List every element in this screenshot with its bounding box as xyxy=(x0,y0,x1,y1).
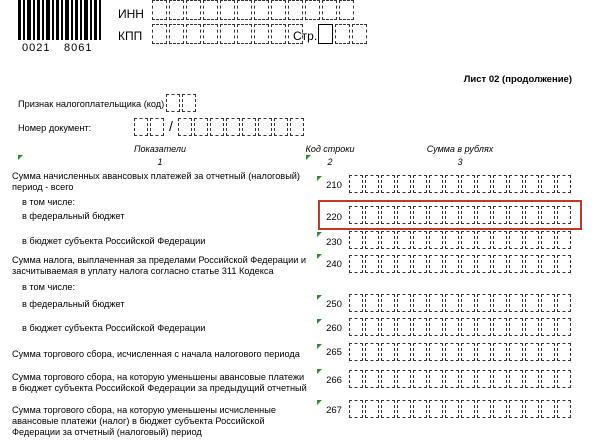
row-220-code: 220 xyxy=(326,212,342,223)
barcode-number-right: 8061 xyxy=(64,42,93,54)
row-240-text-2: засчитываемая в уплату налога согласно с… xyxy=(12,266,274,276)
row-260-cells[interactable] xyxy=(349,318,573,336)
row-265-code: 265 xyxy=(326,347,342,358)
row-266-cells[interactable] xyxy=(349,370,573,388)
row-260-text: в бюджет субъекта Российской Федерации xyxy=(22,323,206,333)
page-cells[interactable] xyxy=(318,24,369,44)
row-210-text-1: Сумма начисленных авансовых платежей за … xyxy=(12,171,300,181)
row-260-code: 260 xyxy=(326,323,342,334)
doc-separator: / xyxy=(169,118,173,134)
doc-number-label: Номер документ: xyxy=(18,123,92,133)
sheet-title: Лист 02 (продолжение) xyxy=(463,74,572,85)
col-indicators: Показатели xyxy=(134,144,186,154)
flag-267 xyxy=(317,400,322,405)
doc-number-cells[interactable]: / xyxy=(134,118,306,136)
row-incl-2: в том числе: xyxy=(22,282,76,292)
col-num1: 1 xyxy=(157,157,163,167)
col-num3: 3 xyxy=(457,157,463,167)
flag-210 xyxy=(317,176,322,181)
flag-header-1 xyxy=(18,155,23,160)
row-266-text-2: в бюджет субъекта Российской Федерации з… xyxy=(12,383,307,393)
kpp-cells[interactable] xyxy=(152,24,305,44)
taxpayer-sign-label: Признак налогоплательщика (код) xyxy=(18,99,165,109)
col-amount: Сумма в рублях xyxy=(426,144,494,154)
row-267-text-1: Сумма торгового сбора, на которую уменьш… xyxy=(12,405,276,415)
row-267-text-2: авансовые платежи (налог) в бюджет субъе… xyxy=(12,416,265,426)
col-num2: 2 xyxy=(327,157,333,167)
taxpayer-sign-cells[interactable] xyxy=(166,94,198,112)
row-240-code: 240 xyxy=(326,259,342,270)
page-label: Стр. xyxy=(293,29,318,43)
row-250-cells[interactable] xyxy=(349,294,573,312)
row-210-code: 210 xyxy=(326,180,342,191)
flag-260 xyxy=(317,319,322,324)
col-line-code: Код строки xyxy=(305,144,355,154)
barcode-number-left: 0021 xyxy=(22,42,51,54)
row-210-text-2: период - всего xyxy=(12,182,74,192)
row-incl-1: в том числе: xyxy=(22,197,76,207)
row-250-code: 250 xyxy=(326,299,342,310)
row-230-cells[interactable] xyxy=(349,231,573,249)
inn-cells[interactable] xyxy=(152,0,356,20)
barcode: 0021 8061 xyxy=(18,0,104,56)
flag-265 xyxy=(317,344,322,349)
row-265-text: Сумма торгового сбора, исчисленная с нач… xyxy=(12,349,300,359)
flag-240 xyxy=(317,254,322,259)
row-250-text: в федеральный бюджет xyxy=(22,299,125,309)
row-266-text-1: Сумма торгового сбора, на которую уменьш… xyxy=(12,372,305,382)
row-266-code: 266 xyxy=(326,375,342,386)
flag-230 xyxy=(317,232,322,237)
row-267-code: 267 xyxy=(326,405,342,416)
row-230-code: 230 xyxy=(326,237,342,248)
row-267-cells[interactable] xyxy=(349,400,573,418)
row-230-text: в бюджет субъекта Российской Федерации xyxy=(22,236,206,246)
row-220-text: в федеральный бюджет xyxy=(22,211,125,221)
row-240-text-1: Сумма налога, выплаченная за пределами Р… xyxy=(12,255,307,265)
row-240-cells[interactable] xyxy=(349,255,573,273)
row-267-text-3: Федерации за отчетный (налоговый) период xyxy=(12,427,202,437)
kpp-label: КПП xyxy=(118,29,143,43)
flag-266 xyxy=(317,369,322,374)
row-210-cells[interactable] xyxy=(349,175,573,193)
highlight-box-220 xyxy=(318,200,582,230)
flag-header-2 xyxy=(306,155,311,160)
flag-250 xyxy=(317,295,322,300)
row-220-cells[interactable] xyxy=(349,206,573,224)
row-265-cells[interactable] xyxy=(349,343,573,361)
inn-label: ИНН xyxy=(118,7,144,21)
